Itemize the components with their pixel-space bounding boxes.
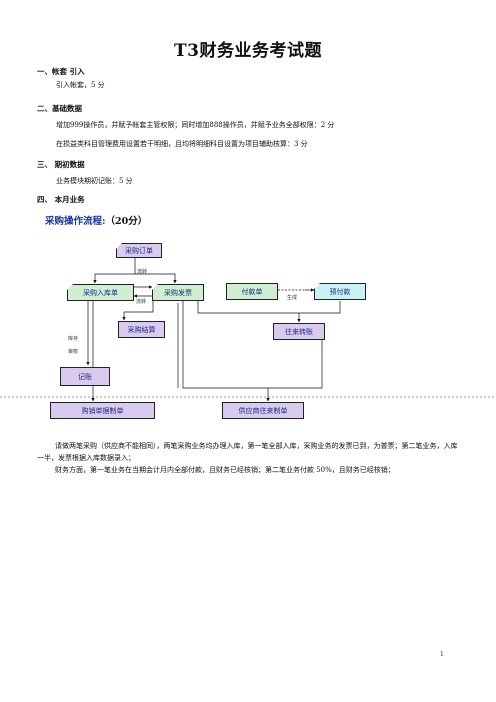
node-bookkeeping: 记账	[60, 367, 110, 386]
node-purchase-sales-voucher: 购销单据制单	[50, 402, 155, 419]
flow-title-text: 采购操作流程:	[45, 216, 106, 227]
section-heading-2: 二、基础数据	[37, 104, 82, 113]
section-heading-1: 一、帐套 引入	[37, 67, 85, 76]
label-generate: 生成	[287, 295, 298, 301]
node-purchase-invoice: 采购发票	[152, 284, 204, 301]
flow-points: （20分）	[105, 216, 148, 227]
node-prepayment: 预付款	[314, 283, 366, 300]
flow-title: 采购操作流程:（20分）	[45, 213, 147, 227]
node-purchase-order: 采购订单	[116, 243, 162, 258]
paragraph-1: 请做两笔采购（供应商不能相同），两笔采购业务均办理入库，第一笔全部入库，采购业务…	[37, 442, 458, 462]
section-2-line-2: 在损益类科目管理费用设置若干明细，且均将明细科目设置为项目辅助核算：3 分	[56, 140, 308, 148]
node-purchase-settlement: 采购结算	[118, 321, 165, 338]
label-flow-2: 流转	[136, 299, 147, 305]
node-supplier-voucher: 供应商往来制单	[222, 402, 304, 419]
label-audit: 审核	[68, 349, 79, 355]
page-number: 1	[440, 651, 444, 658]
section-3-line-1: 业务模块期初记账：5 分	[56, 177, 133, 185]
paragraph-2: 财务方面，第一笔业务在当期会计月内全部付款，且财务已经核销；第二笔业务付款 50…	[55, 466, 395, 474]
node-purchase-inbound: 采购入库单	[67, 284, 134, 301]
section-1-line-1: 引入帐套，5 分	[56, 81, 105, 89]
section-heading-3: 三、 期初数据	[37, 160, 85, 169]
node-ar-ap-transfer: 往来转账	[273, 323, 325, 340]
node-payment-slip: 付款单	[226, 283, 278, 300]
section-heading-4: 四、 本月业务	[37, 195, 85, 204]
section-2-line-1: 增加999操作员，并赋予帐套主管权限；同时增加888操作员，并赋予业务全部权限：…	[56, 121, 335, 129]
label-flow-1: 流转	[137, 269, 148, 275]
label-stock: 库存	[68, 336, 79, 342]
page-title: T3财务业务考试题	[174, 41, 322, 61]
